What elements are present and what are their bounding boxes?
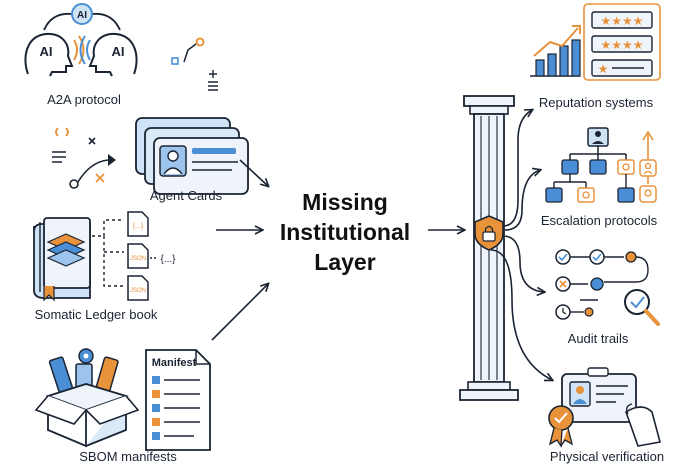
svg-text:Manifest: Manifest [152,357,197,369]
escalation-protocols-label: Escalation protocols [540,213,658,228]
svg-text:{...}: {...} [133,223,144,230]
svg-text:{...}: {...} [160,254,176,265]
reputation-stars-icon: ★★★★ ★★★★ ★ [583,3,661,81]
somatic-ledger-label: Somatic Ledger book [34,307,158,322]
reputation-systems-label: Reputation systems [538,95,654,110]
reputation-chart-icon [530,25,581,77]
json-files-icon: {...} JSON JSON {...} [92,211,176,301]
escalation-hierarchy-icon [545,127,657,203]
svg-text:★: ★ [598,62,609,76]
input-arrows [211,159,464,341]
svg-text:★★★★: ★★★★ [600,14,643,28]
center-title-line: Institutional [279,219,411,245]
manifest-document-icon: Manifest [145,349,211,451]
svg-text:AI: AI [77,10,87,21]
scattered-marks-icon [52,127,116,189]
center-title-line: Missing [302,189,388,215]
svg-text:AI: AI [40,44,53,59]
sbom-manifests-label: SBOM manifests [79,449,177,464]
pillar-icon [459,95,519,401]
decorative-flow-icon [171,37,218,91]
svg-text:JSON: JSON [130,288,146,294]
agent-cards-icon [135,117,249,195]
svg-text:JSON: JSON [130,256,146,262]
physical-verification-label: Physical verification [549,449,665,464]
output-arrows [490,110,552,380]
svg-text:AI: AI [112,44,125,59]
audit-flow-icon [555,249,660,326]
a2a-protocol-icon: AI AI AI [24,3,138,77]
audit-trails-label: Audit trails [567,331,629,346]
center-title-line: Layer [314,249,376,275]
a2a-protocol-label: A2A protocol [47,92,121,107]
agent-cards-label: Agent Cards [149,188,223,203]
ledger-book-icon [33,217,91,302]
id-badge-icon [548,367,661,448]
center-title: Missing Institutional Layer [280,187,410,277]
svg-text:★★★★: ★★★★ [600,38,643,52]
open-box-icon [34,348,140,448]
